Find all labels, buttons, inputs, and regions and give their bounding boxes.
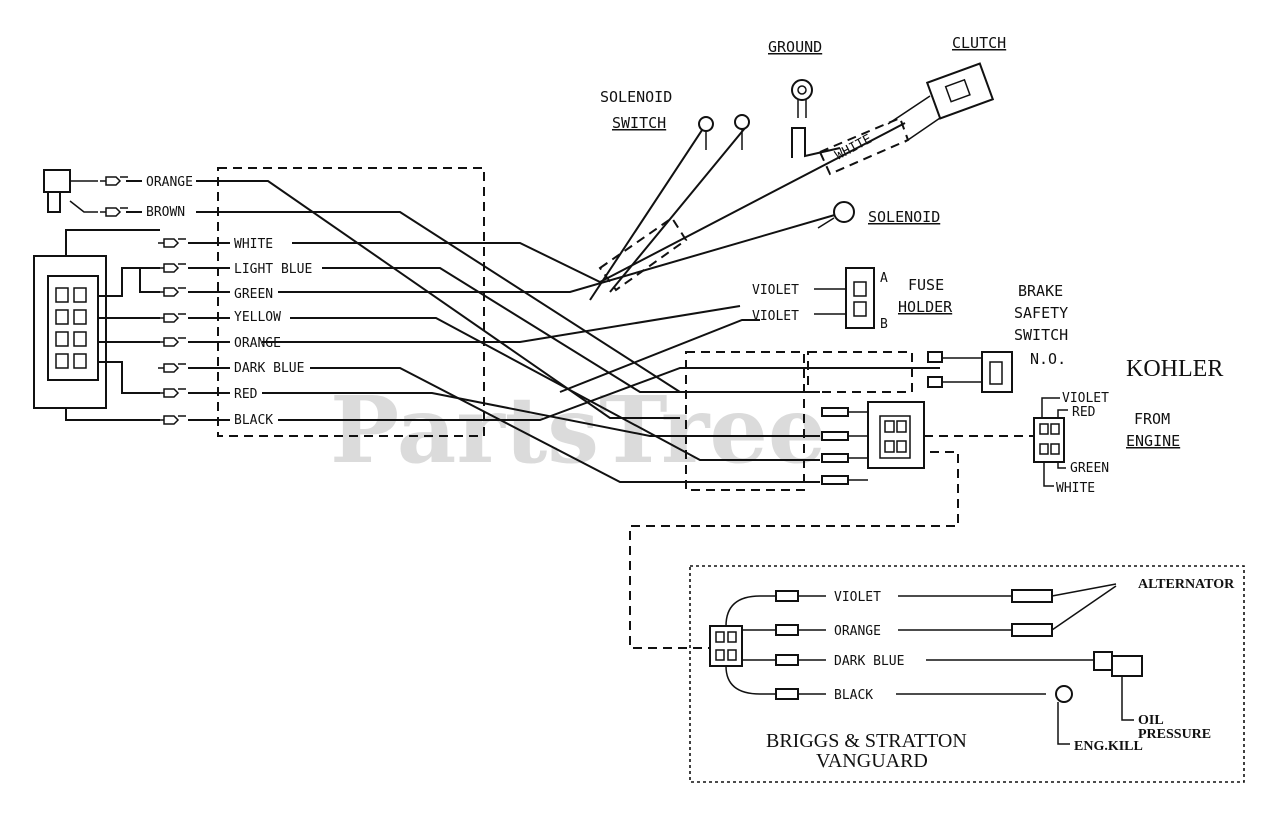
wire-label-black: BLACK: [234, 413, 273, 428]
kohler-wire-white: WHITE: [1056, 481, 1095, 496]
fuse-holder: [814, 267, 875, 329]
harness-left-stubs: [126, 180, 230, 421]
alternator-label: ALTERNATOR: [1138, 577, 1235, 592]
wire-label-orange-1: ORANGE: [146, 175, 193, 190]
briggs-title-1: BRIGGS & STRATTON: [766, 730, 967, 752]
briggs-title-2: VANGUARD: [816, 750, 928, 772]
briggs-wire-dark-blue: DARK BLUE: [834, 654, 904, 669]
harness-plug: [158, 287, 186, 297]
harness-plugs: [100, 176, 186, 425]
harness-wires: [196, 117, 940, 483]
wire-label-green: GREEN: [234, 287, 273, 302]
brake-label-1: BRAKE: [1018, 282, 1063, 300]
fuse-wire-label-a: VIOLET: [752, 283, 799, 298]
harness-plug: [100, 207, 128, 217]
from-engine-label-1: FROM: [1134, 410, 1170, 428]
briggs-wires: [896, 583, 1143, 745]
ground-label: GROUND: [768, 38, 822, 56]
wire-label-dark-blue: DARK BLUE: [234, 361, 304, 376]
harness-plug: [158, 313, 186, 323]
solenoid-terminal: [817, 201, 855, 229]
briggs-wire-orange: ORANGE: [834, 624, 881, 639]
harness-plug: [158, 337, 186, 347]
solenoid-switch-label-1: SOLENOID: [600, 88, 672, 106]
brake-label-2: SAFETY: [1014, 304, 1068, 322]
brake-label-4: N.O.: [1030, 350, 1066, 368]
harness-plug: [158, 388, 186, 398]
left-switch: [43, 169, 98, 213]
center-enclosure-1: [685, 351, 805, 491]
harness-plug: [158, 238, 186, 248]
fuse-holder-label-1: FUSE: [908, 276, 944, 294]
wire-label-orange-2: ORANGE: [234, 336, 281, 351]
center-connector: [821, 401, 925, 485]
briggs-wire-violet: VIOLET: [834, 590, 881, 605]
briggs-wire-black: BLACK: [834, 688, 873, 703]
fuse-terminal-a: A: [880, 271, 888, 286]
oil-label-1: OIL: [1138, 713, 1164, 728]
briggs-enclosure: [689, 565, 1245, 783]
brake-safety-switch: [927, 351, 1013, 393]
clutch-label: CLUTCH: [952, 34, 1006, 52]
wire-label-white: WHITE: [234, 237, 273, 252]
fuse-wire-label-b: VIOLET: [752, 309, 799, 324]
briggs-plugs: [775, 590, 826, 700]
wire-label-yellow: YELLOW: [234, 310, 281, 325]
briggs-connector: [709, 595, 776, 695]
brake-label-3: SWITCH: [1014, 326, 1068, 344]
fuse-holder-label-2: HOLDER: [898, 298, 953, 316]
solenoid-switch-terminals: [698, 114, 750, 150]
solenoid-switch-label-2: SWITCH: [612, 114, 666, 132]
wire-label-red: RED: [234, 387, 258, 402]
harness-plug: [158, 363, 186, 373]
kohler-wire-violet: VIOLET: [1062, 391, 1109, 406]
center-enclosure-2: [807, 351, 913, 393]
main-connector: [33, 229, 160, 421]
kohler-wire-red: RED: [1072, 405, 1096, 420]
sheath-1: [598, 216, 688, 292]
fuse-terminal-b: B: [880, 317, 888, 332]
wire-label-light-blue: LIGHT BLUE: [234, 262, 312, 277]
solenoid-label: SOLENOID: [868, 208, 940, 226]
kohler-connector: [1033, 397, 1068, 487]
harness-plug: [158, 263, 186, 273]
from-engine-label-2: ENGINE: [1126, 432, 1180, 450]
kohler-label: KOHLER: [1126, 356, 1223, 382]
link-to-briggs: [629, 451, 959, 649]
oil-label-2: PRESSURE: [1138, 727, 1211, 742]
clutch-connector: [887, 62, 995, 143]
kohler-wire-green: GREEN: [1070, 461, 1109, 476]
ground-terminal: [791, 79, 813, 118]
wire-label-brown: BROWN: [146, 205, 185, 220]
harness-enclosure: [217, 167, 485, 437]
harness-plug: [100, 176, 128, 186]
eng-kill-label: ENG.KILL: [1074, 739, 1143, 754]
harness-plug: [158, 415, 186, 425]
